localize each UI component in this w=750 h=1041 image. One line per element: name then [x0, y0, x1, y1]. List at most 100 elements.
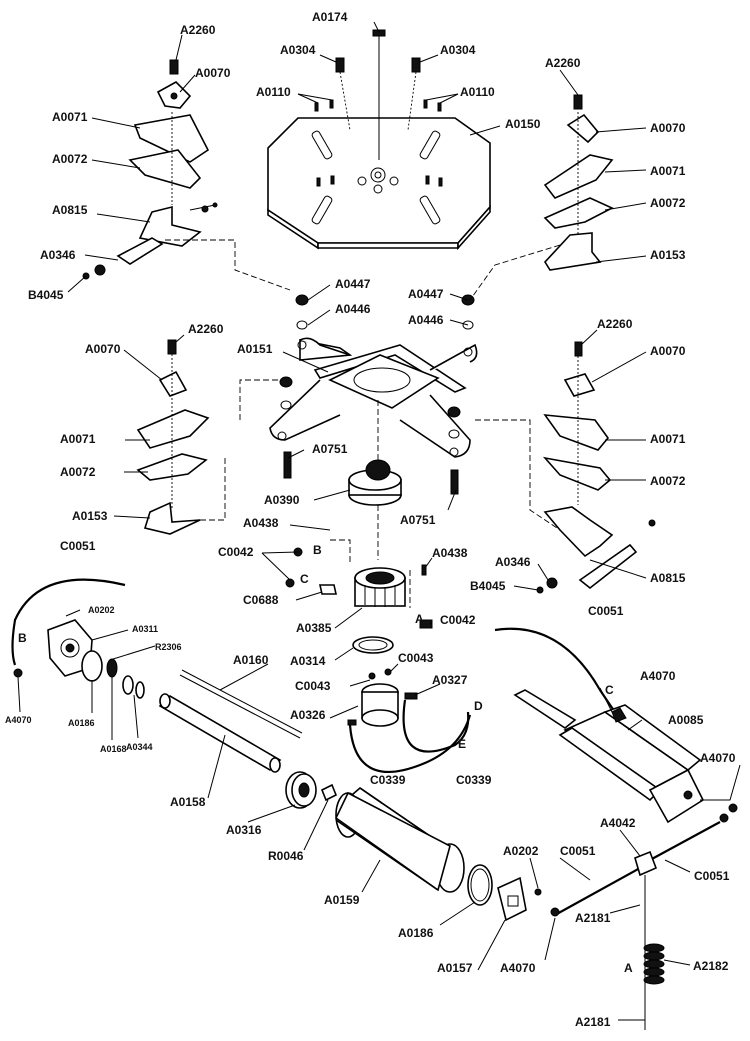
cable-c0339-right	[402, 699, 470, 753]
top-plate-a0150	[267, 117, 491, 251]
label-a0072: A0072	[650, 196, 686, 210]
label-a0186: A0186	[398, 926, 434, 940]
tube-a0159	[334, 786, 465, 893]
label-b: B	[18, 631, 27, 645]
label-c0339: C0339	[456, 773, 492, 787]
screw-a0304-left	[335, 57, 351, 131]
label-a2181: A2181	[575, 911, 611, 925]
label-a4070: A4070	[640, 669, 676, 683]
label-a0071: A0071	[650, 432, 686, 446]
label-a0316: A0316	[226, 823, 262, 837]
label-b4045: B4045	[28, 288, 64, 302]
label-c0042: C0042	[218, 545, 254, 559]
label-a2260: A2260	[180, 23, 216, 37]
label-a0446: A0446	[408, 313, 444, 327]
cable-c0051-right	[494, 627, 616, 713]
label-a4070: A4070	[5, 715, 32, 725]
label-b4045: B4045	[470, 579, 506, 593]
label-a0346: A0346	[40, 248, 76, 262]
leader-lines	[17, 21, 691, 1021]
pulley-a0316	[285, 771, 317, 809]
ring-a0186-right	[467, 864, 493, 906]
cable-c0339-left	[348, 714, 472, 774]
connectors-c0688	[285, 547, 433, 629]
cable-c0051-left	[11, 578, 126, 666]
label-c0043: C0043	[398, 651, 434, 665]
label-c: C	[300, 572, 309, 586]
label-a4042: A4042	[600, 816, 636, 830]
bearing-housing-a0311	[13, 619, 93, 678]
label-a0326: A0326	[290, 708, 326, 722]
screw-a0174	[372, 29, 386, 160]
label-a2182: A2182	[693, 959, 729, 973]
label-c0051: C0051	[60, 539, 96, 553]
label-a2260: A2260	[597, 317, 633, 331]
label-a2260: A2260	[188, 322, 224, 336]
label-c0051: C0051	[588, 604, 624, 618]
label-a0815: A0815	[52, 203, 88, 217]
sensor-a0326	[347, 668, 418, 727]
label-a0071: A0071	[650, 164, 686, 178]
label-a0447: A0447	[408, 287, 444, 301]
label-a0072: A0072	[52, 152, 88, 166]
assembly-guide-lines	[165, 112, 579, 608]
label-a0085: A0085	[668, 713, 704, 727]
label-a0157: A0157	[437, 961, 473, 975]
label-a0071: A0071	[52, 110, 88, 124]
part-labels: A0174 A2260 A0070 A0304 A0304 A2260 A007…	[5, 10, 736, 1029]
cross-base-a0151	[269, 337, 478, 458]
shaft-a0158	[158, 693, 282, 773]
screws-a0110	[314, 99, 443, 187]
end-plate-a0157	[497, 876, 542, 922]
label-a4070: A4070	[500, 961, 536, 975]
label-a0202: A0202	[503, 844, 539, 858]
label-a: A	[415, 612, 424, 626]
hub-a0390	[348, 400, 402, 560]
cable-assembly-a4042	[550, 813, 729, 1030]
label-a0202: A0202	[88, 605, 115, 615]
label-a0158: A0158	[170, 795, 206, 809]
label-a0385: A0385	[296, 621, 332, 635]
label-a0150: A0150	[505, 117, 541, 131]
nut-r0046	[320, 783, 338, 802]
label-c0339: C0339	[370, 773, 406, 787]
label-a0751: A0751	[400, 513, 436, 527]
actuator-a0085	[513, 689, 705, 824]
screw-a0304-right	[407, 57, 421, 131]
label-c0043: C0043	[295, 679, 331, 693]
label-e: E	[458, 737, 466, 751]
label-a0438: A0438	[432, 546, 468, 560]
clamp-assembly-upper-left	[82, 59, 218, 280]
rod-a0160	[179, 674, 301, 739]
label-c0051: C0051	[560, 844, 596, 858]
label-a0153: A0153	[72, 509, 108, 523]
label-a0186: A0186	[68, 718, 95, 728]
label-a0071: A0071	[60, 432, 96, 446]
label-a0151: A0151	[237, 342, 273, 356]
label-r0046: R0046	[268, 849, 304, 863]
label-a0110: A0110	[256, 85, 291, 99]
label-a0447: A0447	[335, 277, 371, 291]
label-a0446: A0446	[335, 302, 371, 316]
label-a0390: A0390	[264, 493, 300, 507]
label-a0070: A0070	[650, 121, 686, 135]
label-a0311: A0311	[132, 624, 158, 634]
washer-a0168	[106, 658, 118, 678]
label-a0070: A0070	[85, 342, 121, 356]
label-c0688: C0688	[243, 593, 279, 607]
label-a2181: A2181	[575, 1015, 611, 1029]
label-a2260: A2260	[545, 56, 581, 70]
label-a4070: A4070	[700, 751, 736, 765]
label-a0815: A0815	[650, 571, 686, 585]
clip-a0344	[135, 681, 145, 699]
label-c: C	[605, 683, 614, 697]
label-a0438: A0438	[243, 516, 279, 530]
label-a0304: A0304	[440, 43, 476, 57]
label-c0051: C0051	[694, 869, 730, 883]
gear-a0385	[354, 567, 406, 607]
label-b: B	[313, 543, 322, 557]
label-d: D	[474, 699, 483, 713]
label-a0160: A0160	[233, 653, 269, 667]
label-a0751: A0751	[312, 442, 348, 456]
